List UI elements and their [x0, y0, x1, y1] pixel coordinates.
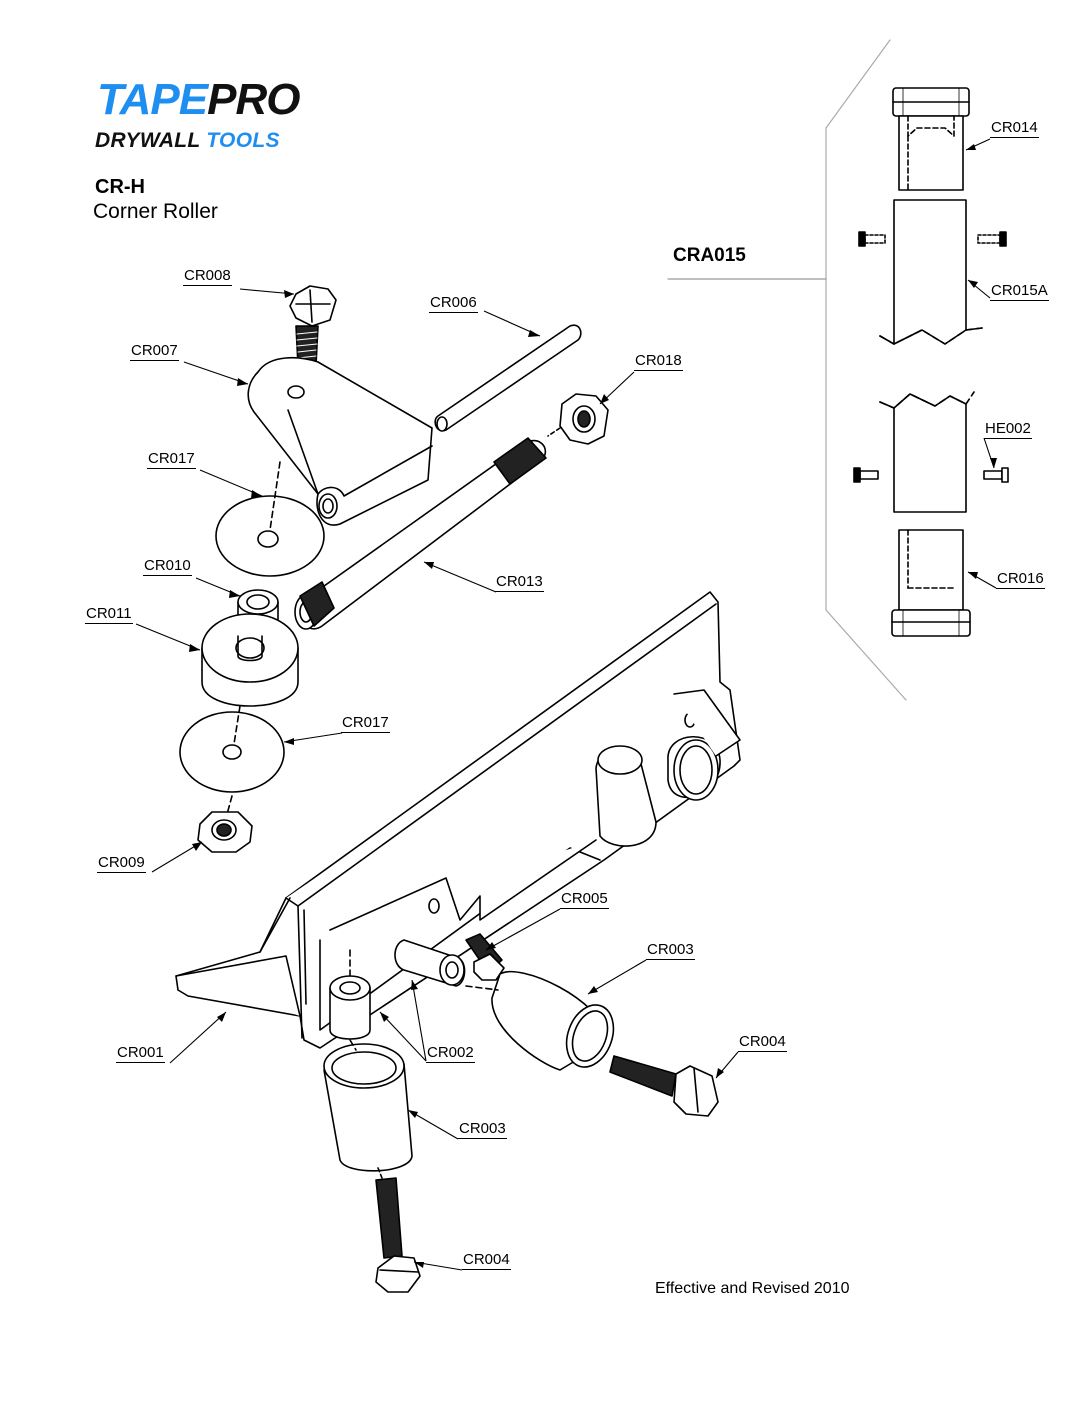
brand-sub-tools: TOOLS [206, 129, 280, 152]
part-handle-tube-lower [853, 391, 1009, 513]
part-cr008 [289, 285, 337, 366]
part-cr004-right [609, 1055, 719, 1117]
brand-word-tape: TAPE [97, 75, 208, 124]
part-label-cr007: CR007 [130, 342, 179, 361]
part-label-cr002: CR002 [426, 1044, 475, 1063]
part-label-cr005: CR005 [560, 890, 609, 909]
part-cr014 [892, 87, 970, 191]
part-label-cr003-bottom: CR003 [458, 1120, 507, 1139]
part-cr005 [465, 933, 505, 981]
part-cr003-right [465, 970, 615, 1071]
part-cr001 [175, 591, 741, 1049]
part-cr017-top [215, 461, 325, 577]
part-label-cr004-right: CR004 [738, 1033, 787, 1052]
brand-sub-drywall: DRYWALL [95, 129, 201, 152]
part-cr002 [329, 939, 466, 1040]
brand-logo: TAPEPRO [97, 75, 300, 124]
part-label-cr011: CR011 [85, 605, 133, 624]
part-cr011 [201, 613, 299, 707]
part-label-cr001: CR001 [116, 1044, 165, 1063]
part-label-cr015a: CR015A [990, 282, 1049, 301]
brand-subtitle: DRYWALL TOOLS [95, 130, 280, 151]
product-model: CR-H [95, 176, 145, 198]
part-label-cr016: CR016 [996, 570, 1045, 589]
part-cr006 [434, 324, 582, 432]
part-cr018 [559, 393, 609, 445]
part-label-cr010: CR010 [143, 557, 192, 576]
revision-note: Effective and Revised 2010 [655, 1280, 850, 1297]
part-cr013 [294, 427, 561, 630]
part-label-cr006: CR006 [429, 294, 478, 313]
part-label-he002: HE002 [984, 420, 1032, 439]
part-label-cr003-right: CR003 [646, 941, 695, 960]
part-cr009 [197, 811, 253, 853]
part-cr007 [247, 356, 433, 526]
part-cr004-bottom [375, 1167, 421, 1293]
part-label-cr017-top: CR017 [147, 450, 196, 469]
part-label-cr004-bottom: CR004 [462, 1251, 511, 1270]
part-label-cr018: CR018 [634, 352, 683, 371]
arrowheads [189, 144, 997, 1268]
part-cr003-bottom [323, 1039, 413, 1172]
assembly-label: CRA015 [673, 245, 746, 266]
brand-word-pro: PRO [207, 75, 300, 124]
part-cr016 [891, 529, 971, 637]
part-label-cr014: CR014 [990, 119, 1039, 138]
part-cr015a [858, 199, 1007, 345]
part-label-cr013: CR013 [495, 573, 544, 592]
part-label-cr009: CR009 [97, 854, 146, 873]
part-label-cr017-bottom: CR017 [341, 714, 390, 733]
part-label-cr008: CR008 [183, 267, 232, 286]
product-name: Corner Roller [93, 200, 218, 223]
panel-divider [825, 39, 907, 701]
part-cr017-bottom [179, 705, 285, 819]
